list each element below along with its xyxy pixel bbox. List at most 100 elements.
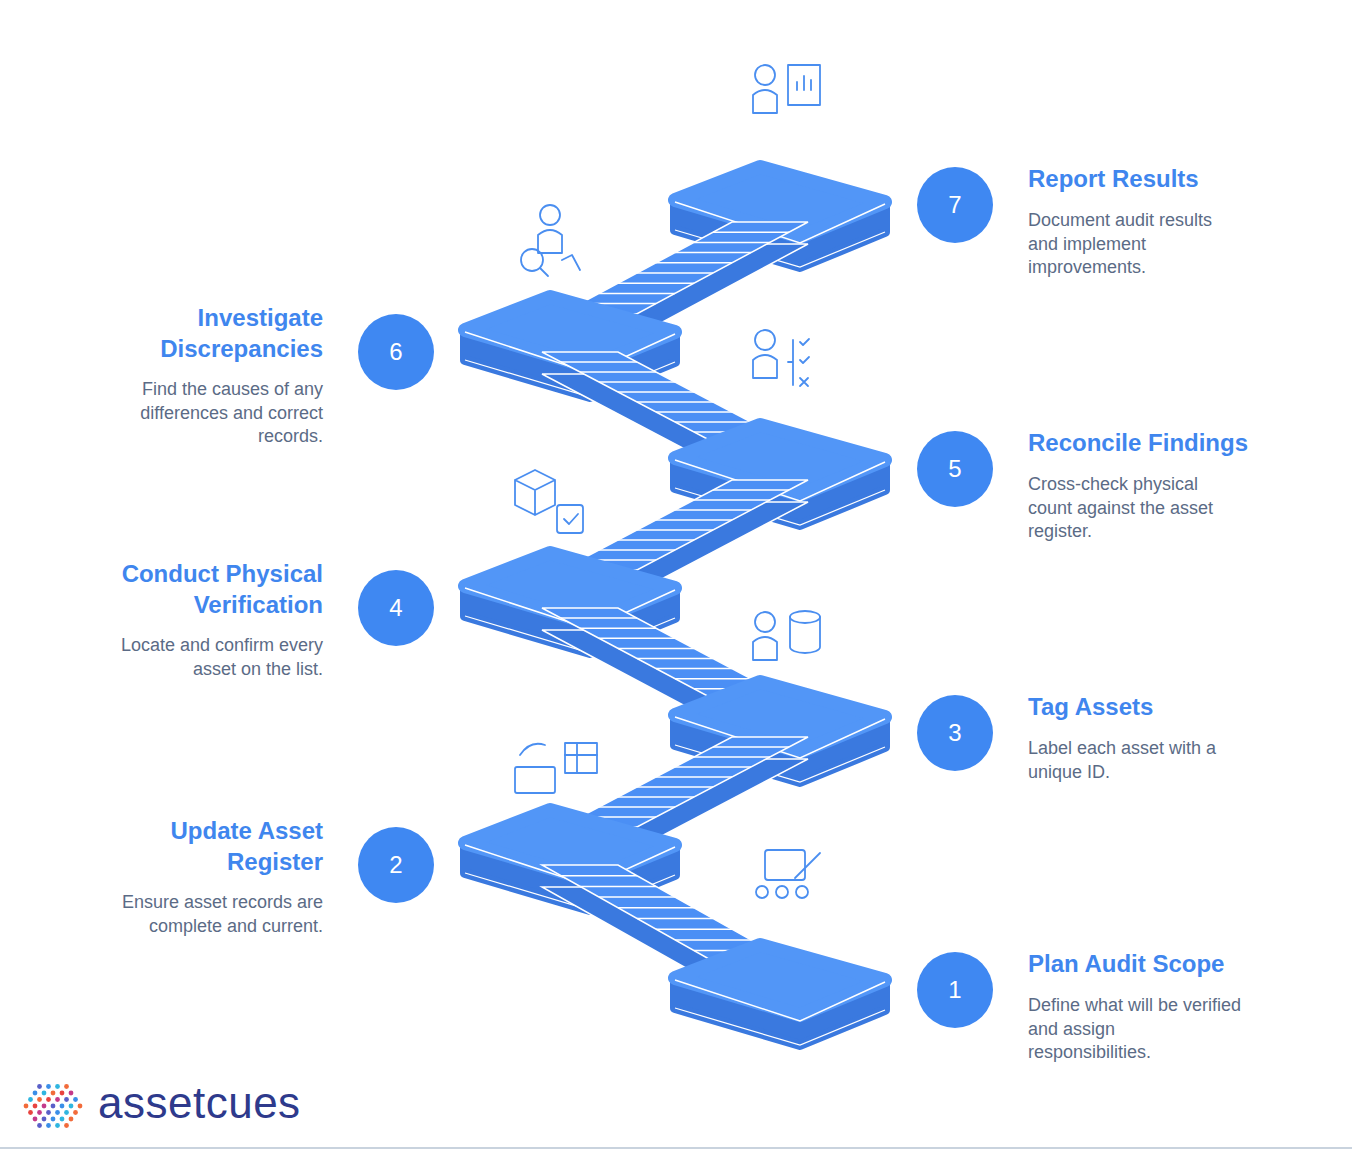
stair-step <box>580 371 656 373</box>
logo-dot <box>46 1123 51 1128</box>
box <box>515 470 555 515</box>
logo-dot <box>60 1104 65 1109</box>
clipboard <box>765 850 805 880</box>
logo-dot <box>46 1097 51 1102</box>
logo-dot <box>42 1091 47 1096</box>
logo-dot <box>37 1110 42 1115</box>
step-description: Locate and confirm every asset on the li… <box>108 634 323 681</box>
stair-step <box>618 539 694 541</box>
step-icon <box>753 611 820 660</box>
stair-step <box>675 766 751 768</box>
stair-step <box>637 272 713 274</box>
stair-step <box>561 361 637 363</box>
step-icon <box>515 743 597 793</box>
logo-dot <box>28 1097 33 1102</box>
platform-edge <box>675 980 885 1021</box>
stair-step <box>637 401 713 403</box>
stair-step <box>599 806 675 808</box>
logo-dot <box>37 1097 42 1102</box>
logo-dot <box>64 1097 69 1102</box>
logo-dot <box>64 1084 69 1089</box>
arrow <box>520 744 545 755</box>
stair-step <box>675 678 751 680</box>
logo-dot <box>37 1084 42 1089</box>
step-circle: 2Update Asset RegisterEnsure asset recor… <box>358 827 434 903</box>
stair-step <box>637 918 713 920</box>
chart-board <box>788 65 820 105</box>
step-title: Reconcile Findings <box>1028 427 1328 458</box>
table-line <box>565 754 597 756</box>
logo-dot <box>42 1117 47 1122</box>
logo-dot <box>69 1117 74 1122</box>
person-head <box>755 612 775 632</box>
path-line <box>562 255 580 270</box>
logo-dot <box>69 1091 74 1096</box>
team-head <box>776 886 788 898</box>
logo-dot <box>51 1091 56 1096</box>
logo-dot <box>46 1110 51 1115</box>
logo-dot <box>28 1110 33 1115</box>
stair-step <box>656 668 732 670</box>
stair-step <box>656 262 732 264</box>
stair-step <box>580 627 656 629</box>
stair-step <box>618 907 694 909</box>
stair-step <box>656 776 732 778</box>
step-description: Ensure asset records are complete and cu… <box>108 891 323 938</box>
logo-dot <box>51 1104 56 1109</box>
person-head <box>755 330 775 350</box>
stair-step <box>637 786 713 788</box>
step-description: Find the causes of any differences and c… <box>108 378 323 449</box>
logo-dot <box>78 1104 83 1109</box>
logo-dot <box>24 1104 29 1109</box>
logo-dot <box>33 1104 38 1109</box>
step-description: Cross-check physical count against the a… <box>1028 473 1243 544</box>
logo-dot <box>51 1117 56 1122</box>
stair-step <box>675 421 751 423</box>
logo-dot <box>64 1123 69 1128</box>
table-line <box>576 743 578 773</box>
step-number: 5 <box>917 431 993 507</box>
step-icon <box>756 850 820 898</box>
logo-text: assetcues <box>98 1078 301 1128</box>
logo-dots <box>24 1084 83 1128</box>
stair-step <box>675 252 751 254</box>
step-circle: 7Report ResultsDocument audit results an… <box>917 167 993 243</box>
platform-top <box>675 945 885 1015</box>
logo-dot <box>55 1110 60 1115</box>
logo-dot <box>46 1084 51 1089</box>
logo-dot <box>55 1097 60 1102</box>
table <box>565 743 597 773</box>
stair-step <box>561 617 637 619</box>
pencil <box>795 853 820 878</box>
step-icons <box>515 65 820 898</box>
step-circle: 3Tag AssetsLabel each asset with a uniqu… <box>917 695 993 771</box>
stair-step <box>599 293 675 295</box>
step-number: 2 <box>358 827 434 903</box>
database <box>790 617 820 653</box>
logo-dot <box>73 1110 78 1115</box>
stair-step <box>599 549 675 551</box>
stair-step <box>675 509 751 511</box>
stair-step <box>637 529 713 531</box>
logo-dot <box>37 1123 42 1128</box>
step-circle: 6Investigate DiscrepanciesFind the cause… <box>358 314 434 390</box>
step-title: Investigate Discrepancies <box>88 302 323 364</box>
step-icon <box>753 65 820 113</box>
stair-step <box>599 381 675 383</box>
stairs <box>465 167 885 1045</box>
logo-dot <box>33 1117 38 1122</box>
stair-step <box>713 489 789 491</box>
checklist <box>800 339 809 386</box>
stair-step <box>618 796 694 798</box>
stair-step <box>618 391 694 393</box>
stair-step <box>637 658 713 660</box>
logo-dot <box>73 1097 78 1102</box>
step-title: Report Results <box>1028 163 1328 194</box>
device <box>557 505 583 533</box>
stair-step <box>599 638 675 640</box>
person-head <box>540 205 560 225</box>
step-number: 6 <box>358 314 434 390</box>
person-body <box>538 230 562 253</box>
person-body <box>753 355 777 378</box>
step-icon <box>515 470 583 533</box>
